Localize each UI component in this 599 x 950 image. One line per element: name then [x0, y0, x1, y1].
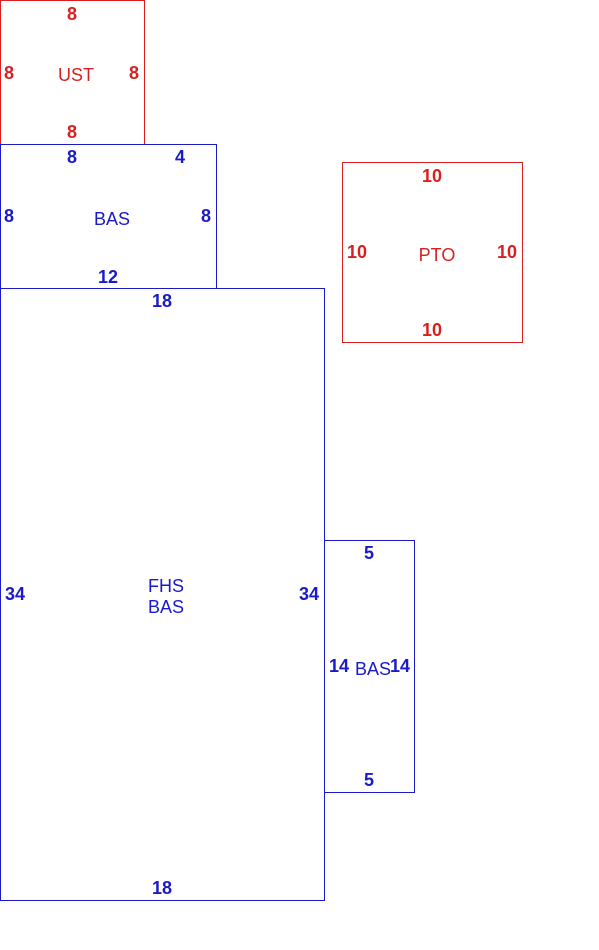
bas-side-dim-right: 14: [390, 656, 410, 676]
bas-upper-dim-top-right: 4: [175, 147, 185, 167]
pto-outline: [342, 162, 523, 343]
fhs-bas-label-line1: FHS: [148, 576, 184, 596]
bas-upper-label: BAS: [94, 209, 130, 229]
ust-dim-left: 8: [4, 63, 14, 83]
fhs-bas-dim-bottom: 18: [152, 878, 172, 898]
bas-upper-section: BAS 8 4 8 8 12: [0, 144, 217, 289]
fhs-bas-dim-top: 18: [152, 291, 172, 311]
pto-dim-right: 10: [497, 242, 517, 262]
bas-upper-dim-top-left: 8: [67, 147, 77, 167]
bas-side-dim-left: 14: [329, 656, 349, 676]
ust-section: UST 8 8 8 8: [0, 0, 145, 145]
ust-dim-top: 8: [67, 4, 77, 24]
bas-side-dim-top: 5: [364, 543, 374, 563]
ust-label: UST: [58, 65, 94, 85]
bas-upper-dim-left: 8: [4, 206, 14, 226]
bas-side-outline: [324, 540, 415, 793]
bas-side-label: BAS: [355, 659, 391, 679]
bas-side-dim-bottom: 5: [364, 770, 374, 790]
bas-upper-dim-right: 8: [201, 206, 211, 226]
fhs-bas-section: FHS BAS 18 34 34 18: [0, 288, 325, 901]
bas-upper-dim-bottom: 12: [98, 267, 118, 287]
pto-dim-bottom: 10: [422, 320, 442, 340]
pto-section: PTO 10 10 10 10: [342, 162, 523, 343]
pto-dim-left: 10: [347, 242, 367, 262]
fhs-bas-dim-left: 34: [5, 584, 25, 604]
fhs-bas-dim-right: 34: [299, 584, 319, 604]
pto-dim-top: 10: [422, 166, 442, 186]
bas-side-section: BAS 5 14 14 5: [324, 540, 415, 793]
fhs-bas-label-line2: BAS: [148, 597, 184, 617]
ust-dim-right: 8: [129, 63, 139, 83]
pto-label: PTO: [419, 245, 456, 265]
ust-dim-bottom: 8: [67, 122, 77, 142]
